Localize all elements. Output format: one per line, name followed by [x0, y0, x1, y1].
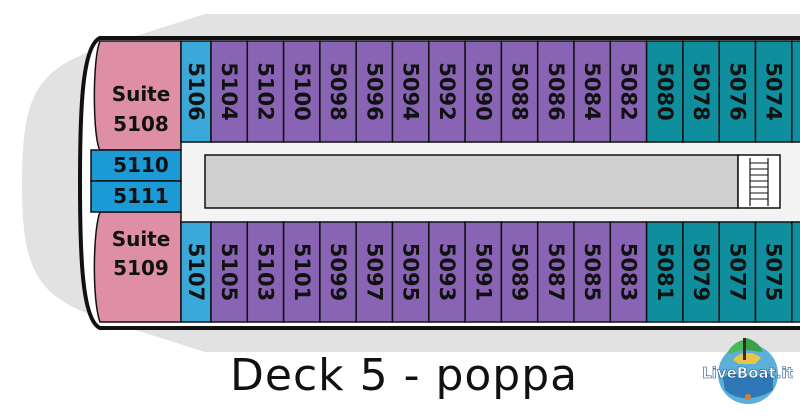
top-cabin-label: 5102 [253, 62, 277, 120]
bottom-cabin-5099[interactable]: 5099 [319, 221, 357, 323]
top-cabin-5074[interactable]: 5074 [754, 40, 793, 143]
top-cabin-label: 5078 [689, 62, 713, 120]
top-cabin-label: 5096 [362, 62, 386, 120]
top-cabin-label: 5092 [435, 62, 459, 120]
suite-5108[interactable]: Suite 5108 [93, 40, 182, 151]
bottom-cabin-5089[interactable]: 5089 [500, 221, 539, 323]
cabin-5110-label: 5110 [113, 153, 169, 177]
top-cabin-label: 5082 [616, 62, 640, 120]
bottom-cabin-5101[interactable]: 5101 [282, 221, 321, 323]
bottom-cabin-label: 5085 [580, 243, 604, 301]
suite-5108-line1: Suite [112, 82, 171, 106]
bottom-cabin-label: 5073 [798, 243, 800, 301]
top-cabin-5090[interactable]: 5090 [464, 40, 503, 143]
top-cabin-label: 5072 [798, 62, 800, 120]
top-cabin-5086[interactable]: 5086 [536, 40, 575, 143]
top-cabin-label: 5088 [508, 62, 532, 120]
suite-5109-line1: Suite [112, 227, 171, 251]
top-cabin-label: 5104 [217, 62, 241, 120]
bottom-cabin-5073[interactable]: 5073 [791, 221, 800, 323]
bottom-cabin-5095[interactable]: 5095 [391, 221, 430, 323]
top-cabin-5106[interactable]: 5106 [180, 40, 212, 143]
suite-5109-line2: 5109 [113, 256, 169, 280]
bottom-cabin-label: 5083 [616, 243, 640, 301]
cabin-5111-label: 5111 [113, 184, 169, 208]
top-cabin-label: 5084 [580, 62, 604, 120]
top-cabin-5084[interactable]: 5084 [573, 40, 612, 143]
bottom-cabin-label: 5081 [653, 243, 677, 301]
top-cabin-5092[interactable]: 5092 [428, 40, 466, 143]
top-cabin-label: 5100 [290, 62, 314, 120]
cabin-5110[interactable]: 5110 [90, 149, 182, 182]
bottom-cabin-5091[interactable]: 5091 [464, 221, 503, 323]
bottom-cabin-5081[interactable]: 5081 [645, 221, 684, 323]
top-cabin-5080[interactable]: 5080 [645, 40, 684, 143]
bottom-cabin-label: 5097 [362, 243, 386, 301]
top-cabin-label: 5106 [184, 62, 208, 120]
liveboat-logo: LiveBoat.it [703, 338, 793, 404]
top-cabin-5096[interactable]: 5096 [355, 40, 394, 143]
bottom-cabin-label: 5087 [544, 243, 568, 301]
bottom-cabin-label: 5077 [725, 243, 749, 301]
bottom-cabin-label: 5079 [689, 243, 713, 301]
bottom-cabin-label: 5095 [399, 243, 423, 301]
top-cabin-label: 5080 [653, 62, 677, 120]
bottom-cabin-5097[interactable]: 5097 [355, 221, 394, 323]
top-cabin-5100[interactable]: 5100 [282, 40, 321, 143]
bottom-cabin-5093[interactable]: 5093 [428, 221, 466, 323]
top-cabin-5082[interactable]: 5082 [609, 40, 648, 143]
bottom-cabin-5077[interactable]: 5077 [718, 221, 757, 323]
bottom-cabin-label: 5075 [762, 243, 786, 301]
top-cabin-5094[interactable]: 5094 [391, 40, 430, 143]
top-cabin-label: 5098 [326, 62, 350, 120]
top-cabin-5076[interactable]: 5076 [718, 40, 757, 143]
stairs [737, 154, 781, 209]
bottom-cabin-label: 5089 [508, 243, 532, 301]
top-cabin-row: 5106 5104 5102 5100 5098 5096 5094 5092 5090 5088… [180, 40, 800, 143]
bottom-cabin-label: 5099 [326, 243, 350, 301]
top-cabin-label: 5094 [399, 62, 423, 120]
top-cabin-label: 5076 [725, 62, 749, 120]
top-cabin-5098[interactable]: 5098 [319, 40, 357, 143]
bottom-cabin-label: 5105 [217, 243, 241, 301]
deck-title: Deck 5 - poppa [230, 350, 579, 401]
bottom-cabin-5087[interactable]: 5087 [536, 221, 575, 323]
top-cabin-label: 5090 [471, 62, 495, 120]
bottom-cabin-5075[interactable]: 5075 [754, 221, 793, 323]
bottom-cabin-label: 5107 [184, 243, 208, 301]
top-cabin-5072[interactable]: 5072 [791, 40, 800, 143]
top-cabin-5088[interactable]: 5088 [500, 40, 539, 143]
bottom-cabin-5107[interactable]: 5107 [180, 221, 212, 323]
central-block [204, 154, 739, 209]
suite-5109[interactable]: Suite 5109 [93, 211, 182, 323]
top-cabin-5104[interactable]: 5104 [210, 40, 249, 143]
bottom-cabin-label: 5091 [471, 243, 495, 301]
cabin-5111[interactable]: 5111 [90, 180, 182, 213]
bottom-cabin-label: 5093 [435, 243, 459, 301]
bottom-cabin-label: 5101 [290, 243, 314, 301]
bottom-cabin-5085[interactable]: 5085 [573, 221, 612, 323]
suite-5108-line2: 5108 [113, 112, 169, 136]
bottom-cabin-5105[interactable]: 5105 [210, 221, 249, 323]
bottom-cabin-label: 5103 [253, 243, 277, 301]
top-cabin-5102[interactable]: 5102 [246, 40, 285, 143]
bottom-cabin-5103[interactable]: 5103 [246, 221, 285, 323]
top-cabin-5078[interactable]: 5078 [682, 40, 720, 143]
top-cabin-label: 5086 [544, 62, 568, 120]
bottom-cabin-5079[interactable]: 5079 [682, 221, 720, 323]
bottom-cabin-5083[interactable]: 5083 [609, 221, 648, 323]
svg-text:LiveBoat.it: LiveBoat.it [703, 364, 793, 382]
bottom-cabin-row: 5107 5105 5103 5101 5099 5097 5095 5093 5091 5089… [180, 221, 800, 323]
top-cabin-label: 5074 [762, 62, 786, 120]
